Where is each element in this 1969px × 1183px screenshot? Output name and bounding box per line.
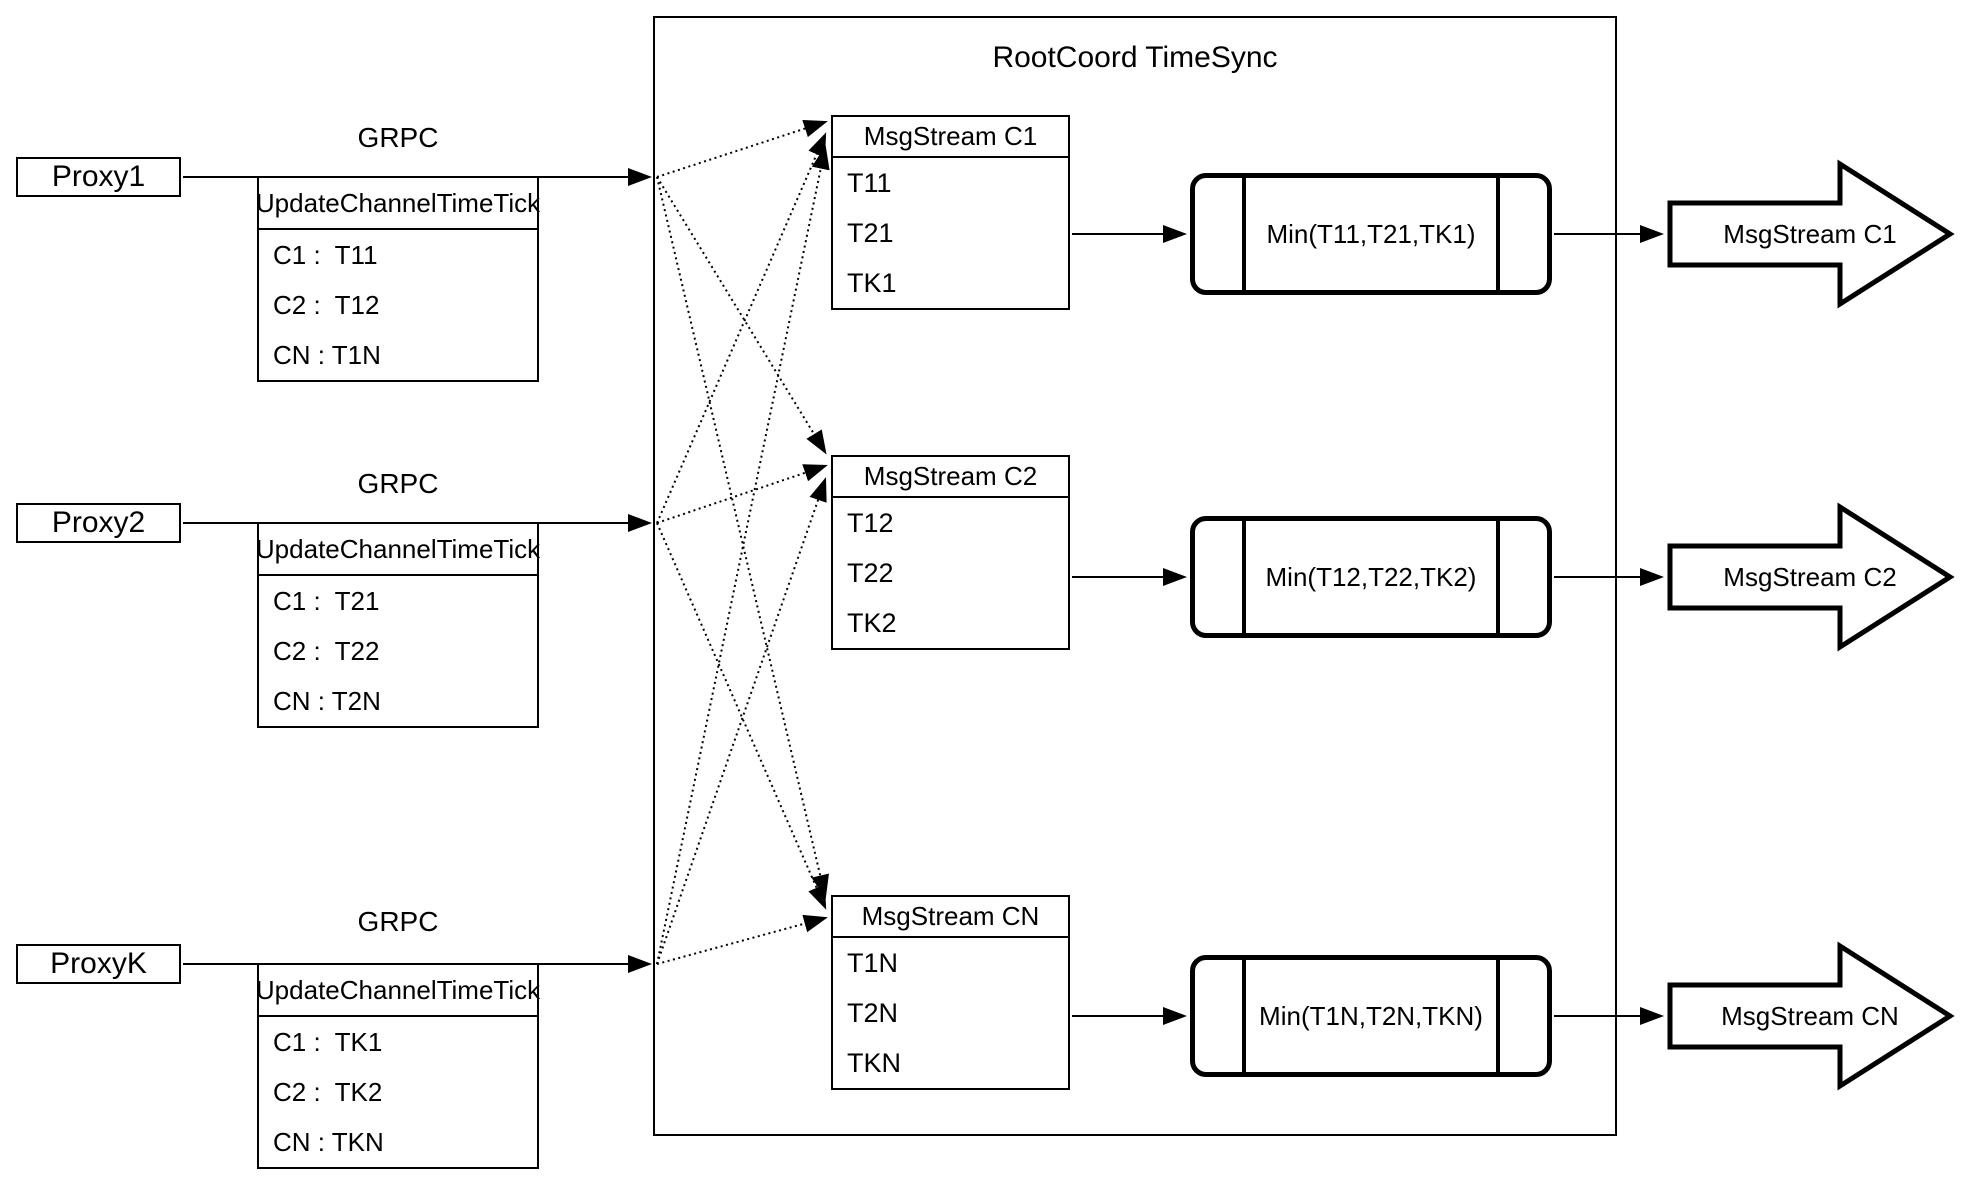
msgstream-table-header: MsgStream C1 xyxy=(833,117,1068,158)
proxy1-box: Proxy1 xyxy=(16,157,181,197)
proxy2-timetick-table: UpdateChannelTimeTick C1 : T21 C2 : T22 … xyxy=(256,522,540,728)
dotted-connector-p2-c2 xyxy=(656,464,828,524)
output-arrow-label-c1: MsgStream C1 xyxy=(1723,219,1897,249)
dotted-connector-p2-c1 xyxy=(656,132,827,524)
buffer-divider-right xyxy=(1496,178,1500,290)
msgstream-c2-table: MsgStream C2 T12 T22 TK2 xyxy=(831,455,1070,650)
msgstream-table-header: MsgStream CN xyxy=(833,897,1068,938)
output-arrow-shape-c1 xyxy=(1667,159,1955,309)
table-row: CN : T1N xyxy=(273,339,381,370)
msgstream-table-row: T21 xyxy=(847,217,894,248)
msgstream-table-row: TK2 xyxy=(847,607,897,638)
msgstream-c1-table: MsgStream C1 T11 T21 TK1 xyxy=(831,115,1070,310)
table-row: C2 : T22 xyxy=(273,635,380,666)
buffer-divider-left xyxy=(1242,521,1246,633)
table-row: C1 : T11 xyxy=(273,239,378,270)
table-row: C2 : TK2 xyxy=(273,1076,383,1107)
msgstream-table-row: T12 xyxy=(847,507,894,538)
proxyk-label: ProxyK xyxy=(50,947,147,980)
grpc-label-2: GRPC xyxy=(357,468,439,499)
table-row: C2 : T12 xyxy=(273,289,380,320)
output-arrow-shape-cn xyxy=(1667,941,1955,1091)
table-header: UpdateChannelTimeTick xyxy=(256,965,540,1017)
rootcoord-timesync-title: RootCoord TimeSync xyxy=(992,41,1278,74)
grpc-label-1: GRPC xyxy=(357,122,439,153)
msgstream-table-row: T2N xyxy=(847,997,899,1028)
min-buffer-cn: Min(T1N,T2N,TKN) xyxy=(1190,955,1552,1077)
table-row: CN : T2N xyxy=(273,685,381,716)
min-buffer-c2: Min(T12,T22,TK2) xyxy=(1190,516,1552,638)
table-header: UpdateChannelTimeTick xyxy=(256,524,540,576)
proxy2-label: Proxy2 xyxy=(51,506,146,539)
dotted-connector-p1-cn xyxy=(656,176,829,899)
table-row: CN : TKN xyxy=(273,1126,384,1157)
table-row: C1 : T21 xyxy=(273,585,380,616)
dotted-connector-p2-cn xyxy=(656,522,827,910)
msgstream-cn-table: MsgStream CN T1N T2N TKN xyxy=(831,895,1070,1090)
buffer-divider-right xyxy=(1496,960,1500,1072)
proxyk-timetick-table: UpdateChannelTimeTick C1 : TK1 C2 : TK2 … xyxy=(256,963,540,1169)
proxy2-box: Proxy2 xyxy=(16,503,181,543)
output-arrow-label-cn: MsgStream CN xyxy=(1721,1001,1899,1031)
msgstream-table-row: T1N xyxy=(847,947,899,978)
output-arrow-shape-c2 xyxy=(1667,502,1955,652)
table-row: C1 : TK1 xyxy=(273,1026,383,1057)
dotted-connector-p1-c2 xyxy=(656,176,827,455)
msgstream-table-row: TK1 xyxy=(847,267,897,298)
proxyk-box: ProxyK xyxy=(16,944,181,984)
min-label-cn: Min(T1N,T2N,TKN) xyxy=(1259,1000,1483,1031)
buffer-divider-right xyxy=(1496,521,1500,633)
msgstream-table-header: MsgStream C2 xyxy=(833,457,1068,498)
min-label-c1: Min(T11,T21,TK1) xyxy=(1266,218,1476,249)
msgstream-table-row: T11 xyxy=(847,167,892,198)
proxy1-label: Proxy1 xyxy=(51,160,146,193)
proxy1-timetick-table: UpdateChannelTimeTick C1 : T11 C2 : T12 … xyxy=(256,176,540,382)
table-header: UpdateChannelTimeTick xyxy=(256,178,540,230)
msgstream-table-row: TKN xyxy=(847,1047,901,1078)
buffer-divider-left xyxy=(1242,178,1246,290)
grpc-label-3: GRPC xyxy=(357,906,439,937)
buffer-divider-left xyxy=(1242,960,1246,1072)
msgstream-table-row: T22 xyxy=(847,557,894,588)
min-label-c2: Min(T12,T22,TK2) xyxy=(1265,561,1477,592)
dotted-connector-p1-c1 xyxy=(656,119,828,178)
dotted-connector-pk-cn xyxy=(656,914,828,965)
dotted-connector-pk-c1 xyxy=(656,145,830,965)
min-buffer-c1: Min(T11,T21,TK1) xyxy=(1190,173,1552,295)
output-arrow-label-c2: MsgStream C2 xyxy=(1723,562,1897,592)
